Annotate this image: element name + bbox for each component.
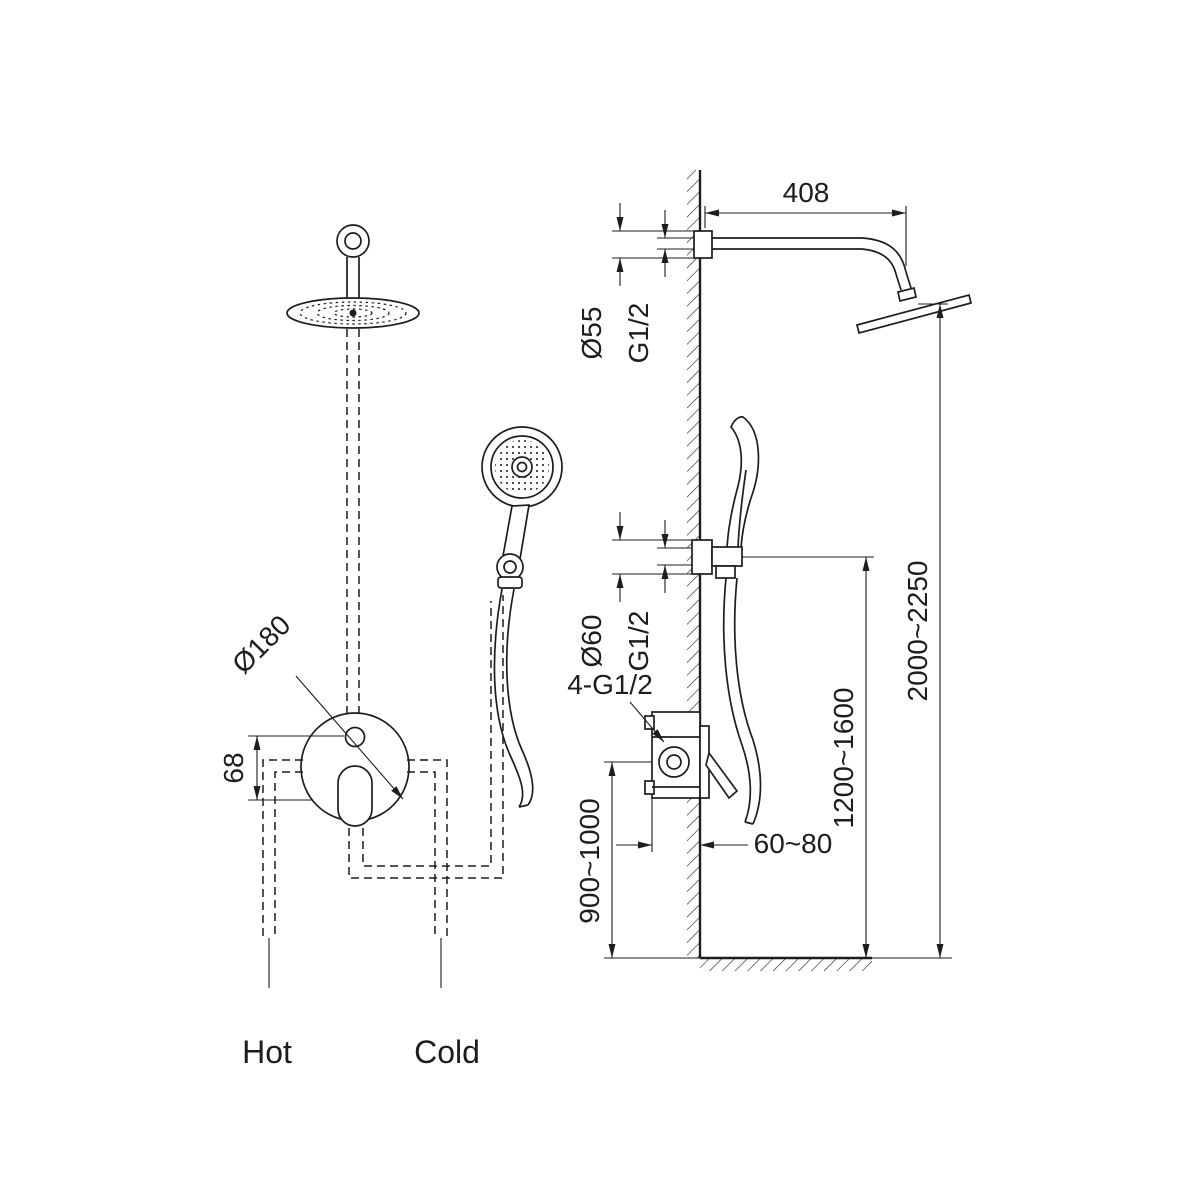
dim-holder-height-label: 1200~1600 bbox=[828, 688, 859, 829]
side-view: 408 Ø55 G1/2 bbox=[567, 170, 973, 971]
valve-connections-label: 4-G1/2 bbox=[567, 669, 653, 700]
shower-arm-side bbox=[693, 230, 973, 335]
cold-label: Cold bbox=[414, 1034, 480, 1070]
dim-head-height-label: 2000~2250 bbox=[902, 561, 933, 702]
valve-connections-leader bbox=[629, 701, 665, 743]
hand-shower-side bbox=[691, 416, 762, 825]
dim-head-height: 2000~2250 bbox=[902, 303, 948, 958]
dia-55-label: Ø55 bbox=[576, 307, 607, 360]
dim-68-label: 68 bbox=[218, 752, 249, 783]
dim-holder-connection: Ø60 G1/2 bbox=[576, 512, 692, 671]
thread-g12-top-label: G1/2 bbox=[623, 303, 654, 364]
dim-valve-height: 900~1000 bbox=[574, 761, 700, 959]
dim-68: 68 bbox=[218, 735, 344, 801]
front-view: Ø180 68 Hot Cold bbox=[218, 224, 563, 1070]
dim-408: 408 bbox=[704, 177, 907, 266]
ceiling-mount bbox=[336, 224, 370, 299]
dia-plate-leader bbox=[295, 675, 404, 800]
supply-pipes bbox=[262, 595, 504, 988]
dim-embed-depth-label: 60~80 bbox=[754, 828, 833, 859]
dia-plate-label: Ø180 bbox=[226, 609, 296, 679]
mixer-valve-front bbox=[300, 712, 410, 827]
hand-shower-front bbox=[481, 426, 563, 808]
dia-60-label: Ø60 bbox=[576, 615, 607, 668]
dim-valve-height-label: 900~1000 bbox=[574, 798, 605, 923]
dim-holder-height: 1200~1600 bbox=[742, 556, 874, 958]
dim-embed-depth: 60~80 bbox=[616, 798, 832, 859]
dim-arm-connection: Ø55 G1/2 bbox=[576, 203, 694, 363]
hot-label: Hot bbox=[242, 1034, 292, 1070]
mixer-valve-side bbox=[644, 711, 739, 800]
rain-shower-head-front bbox=[286, 297, 420, 329]
dim-arm-length-label: 408 bbox=[783, 177, 830, 208]
thread-g12-mid-label: G1/2 bbox=[623, 611, 654, 672]
